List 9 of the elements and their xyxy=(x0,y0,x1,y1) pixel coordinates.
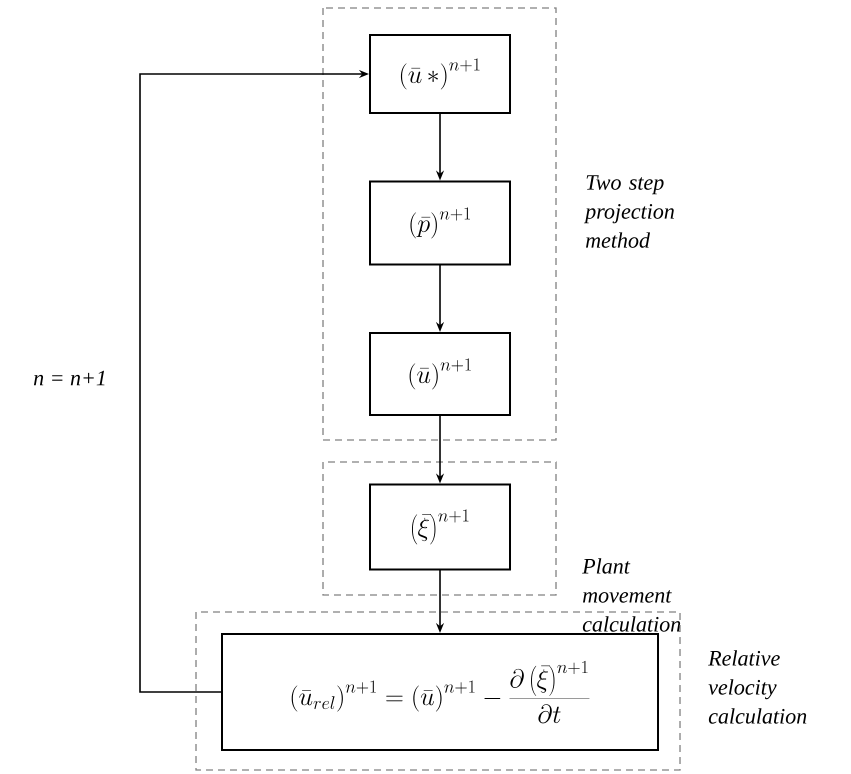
group-label: Relative velocity calculation xyxy=(708,650,806,724)
formula-box: $\left(\bar{u}\,{*}\right)^{n+1}$ xyxy=(369,34,511,114)
formula-box: $\left(\bar{u}_{rel}\right)^{n+1} = \left(\bar{u}\right)^{n+1} - \frac{\partial\left(\bar{\xi}\right)^{n+1}}{\partial t}$ xyxy=(221,633,659,751)
group-label: Two step projection method xyxy=(584,175,674,248)
formula-box: $\left(\bar{u}\right)^{n+1}$ xyxy=(369,332,511,416)
edge-label: n = n+1 xyxy=(31,368,109,388)
formula-box: $\left(\bar{p}\right)^{n+1}$ xyxy=(369,180,511,266)
formula-box: $\left(\bar{\xi}\right)^{n+1}$ xyxy=(369,484,511,570)
group-label: Plant movement calculation xyxy=(582,558,680,632)
